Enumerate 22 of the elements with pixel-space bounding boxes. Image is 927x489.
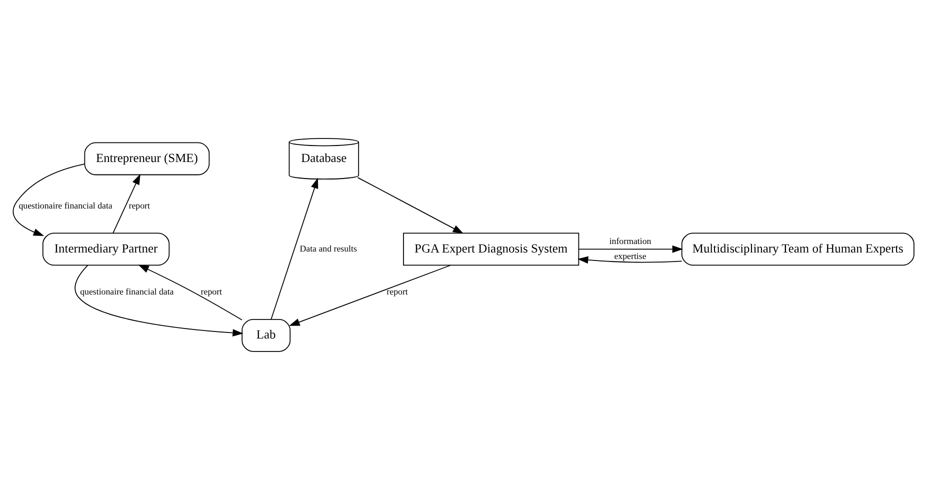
- edge-label: information: [609, 235, 652, 246]
- node-box: Intermediary Partner: [42, 232, 170, 266]
- arrow: [578, 244, 683, 252]
- arrow: [138, 264, 242, 320]
- arrow: [12, 163, 85, 236]
- node-box: Lab: [242, 318, 291, 352]
- arrow: [270, 177, 318, 320]
- arrow: [578, 256, 682, 264]
- edge-label: expertise: [614, 250, 646, 260]
- arrow: [357, 176, 464, 234]
- edge-label: questionaire financial data: [80, 286, 174, 296]
- arrow: [289, 264, 452, 326]
- edge-label: questionaire financial data: [18, 200, 112, 210]
- edge-label: report: [386, 286, 408, 296]
- arrow: [112, 173, 140, 233]
- edge-label: report: [128, 200, 150, 210]
- node-box: Multidisciplinary Team of Human Experts: [681, 232, 914, 266]
- edge-label: Data and results: [300, 242, 357, 253]
- node-box: Entrepreneur (SME): [84, 142, 210, 175]
- node-box: PGA Expert Diagnosis System: [403, 232, 580, 266]
- edge-label: report: [200, 286, 222, 296]
- arrow: [74, 264, 244, 336]
